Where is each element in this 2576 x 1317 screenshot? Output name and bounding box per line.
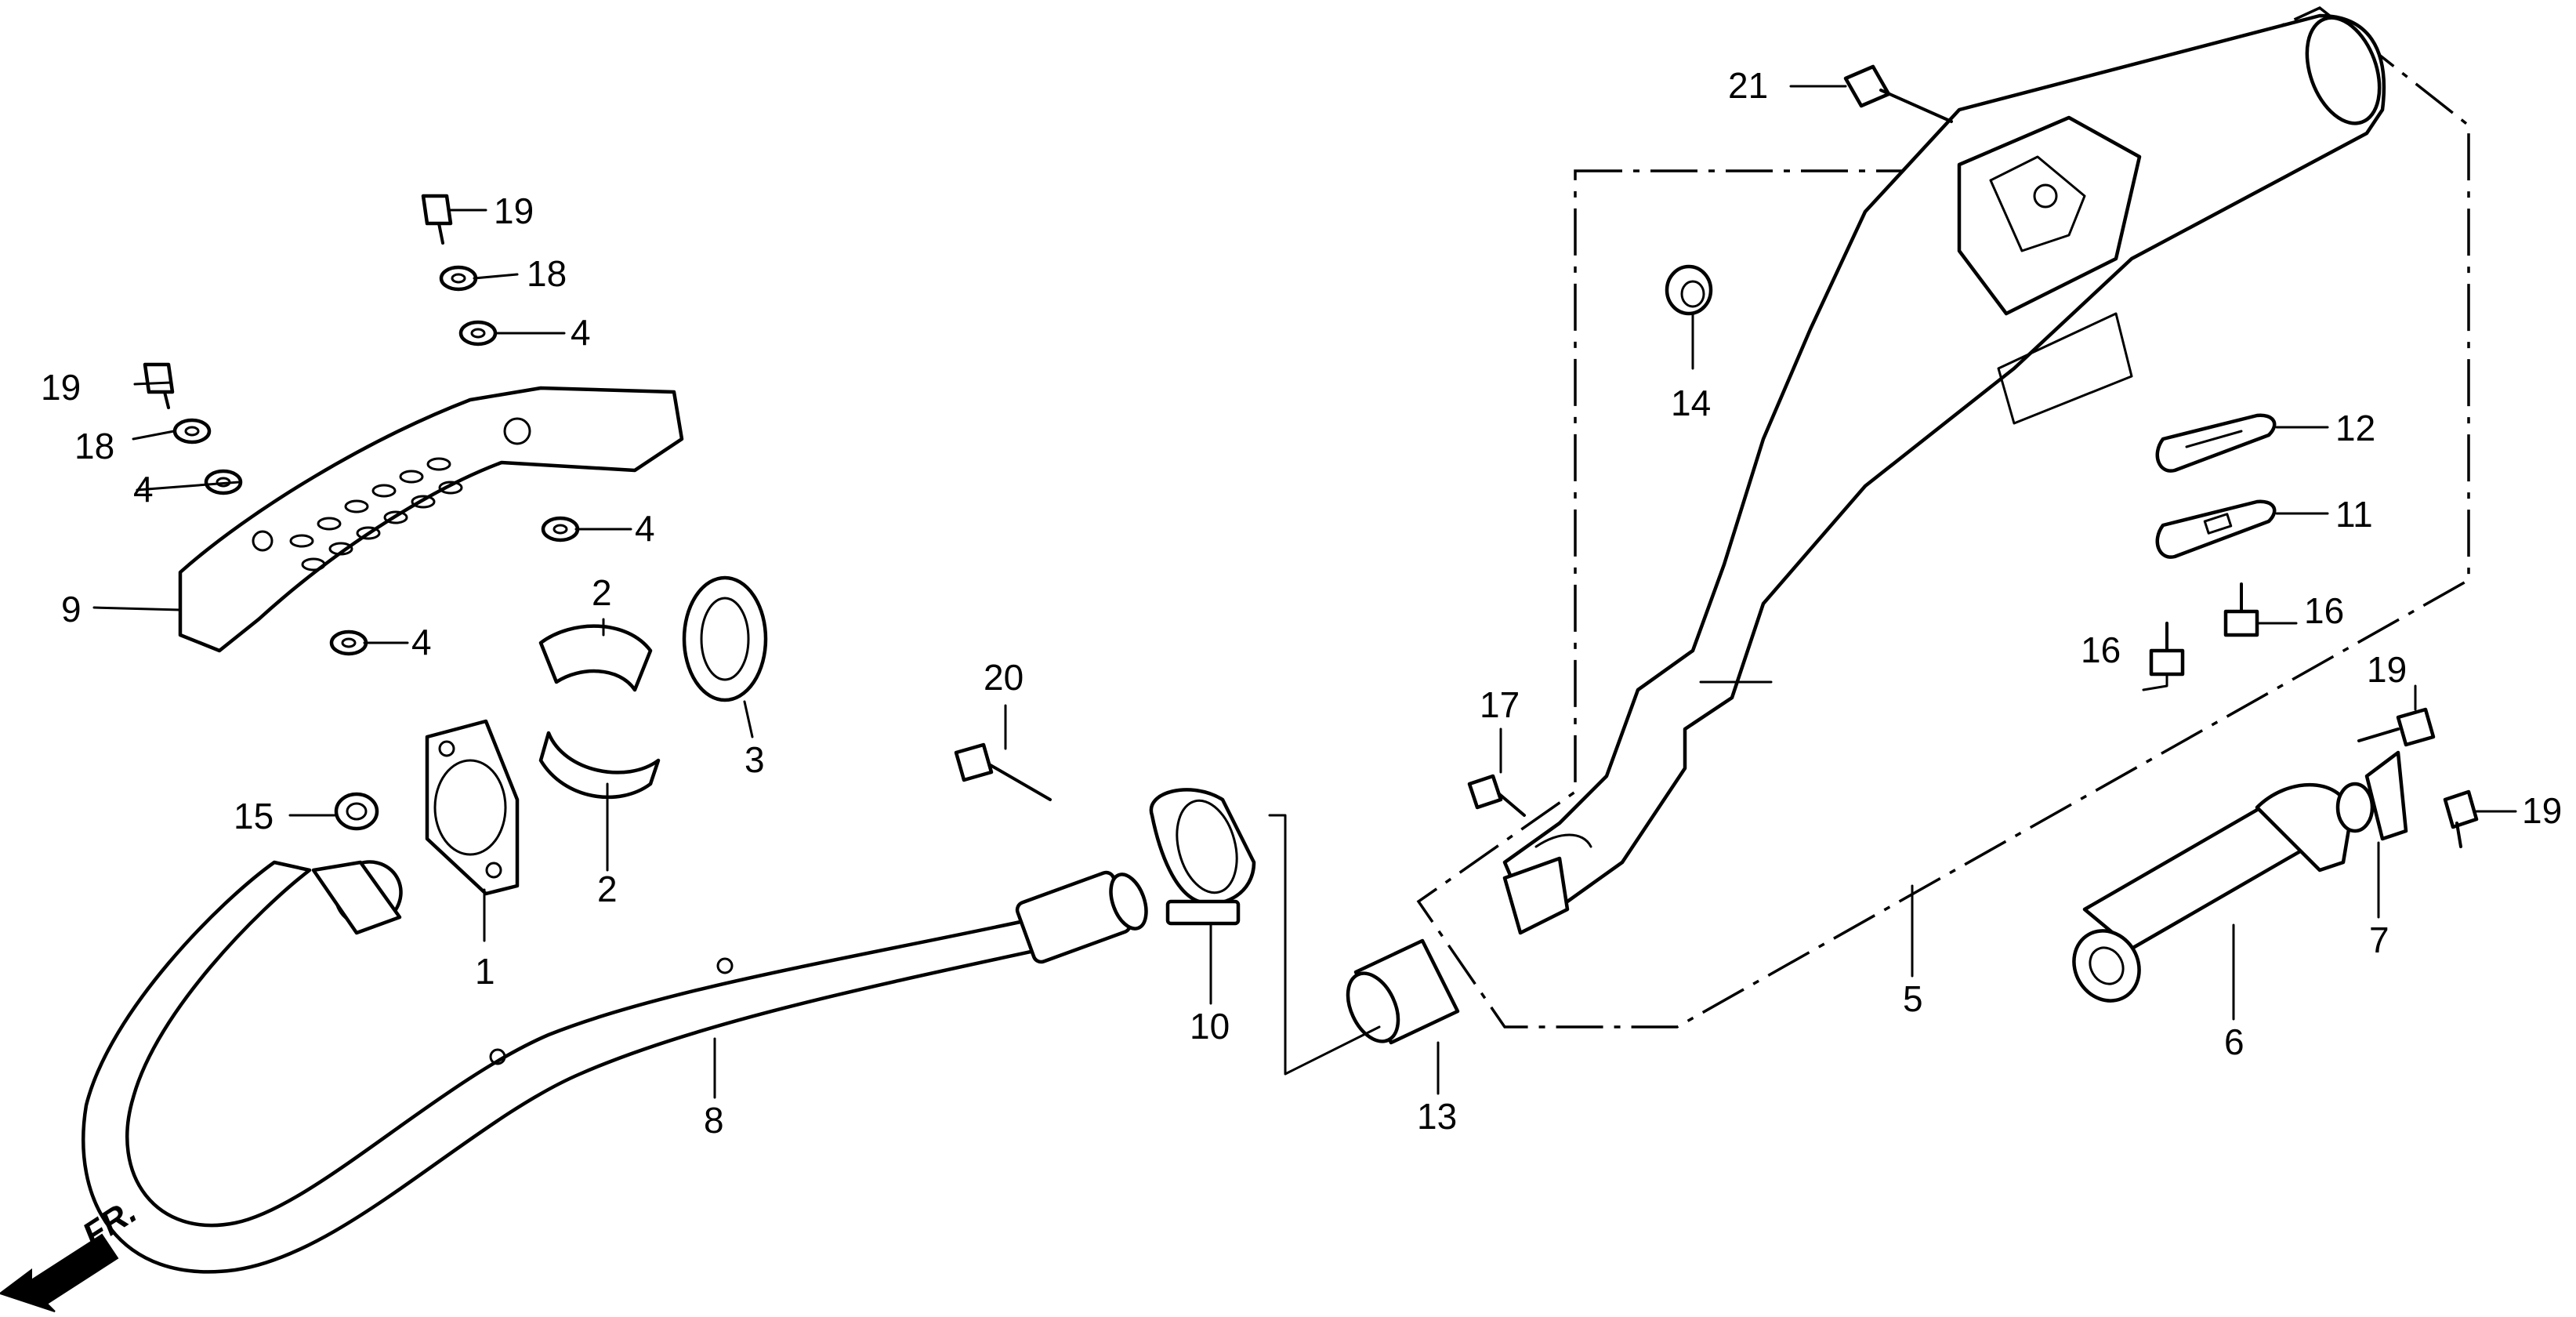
callout-labels: 1 2 2 3 4 4 4 4 5 6 7 8 9 10 11 12 13 14… [41,65,2562,1141]
callout-8: 8 [704,1100,724,1141]
callout-3: 3 [745,739,765,780]
callout-18-top: 18 [527,253,567,294]
callout-4-low: 4 [411,622,432,662]
callout-19-right-upper: 19 [2367,649,2407,690]
callout-9: 9 [61,589,82,629]
muffler-tail-tube [2072,783,2353,1003]
callout-16-left: 16 [2081,629,2121,670]
muffler [1502,13,2386,935]
callout-10: 10 [1190,1006,1230,1047]
callout-21: 21 [1728,65,1768,106]
callout-15: 15 [234,796,274,836]
gasket-ring [682,575,768,702]
gasket-plate-11 [2155,499,2277,559]
callout-16-right: 16 [2304,590,2344,631]
collar-halves [538,624,661,800]
tail-bracket [2335,750,2408,841]
callout-19-right: 19 [2522,790,2562,831]
gasket-tube [1346,938,1460,1045]
callout-13: 13 [1417,1096,1457,1137]
callout-2-lower: 2 [597,869,618,909]
callout-2-upper: 2 [592,572,612,613]
callout-20: 20 [984,657,1024,698]
callout-11: 11 [2335,494,2373,535]
callout-5: 5 [1903,978,1923,1019]
callout-12: 12 [2335,408,2375,448]
front-direction-arrow-icon: FR. [0,1192,143,1312]
callout-17: 17 [1480,684,1520,725]
callout-18-left: 18 [74,426,114,466]
joint-band [1149,788,1256,926]
leader-lines [92,85,2517,1099]
exhaust-pipe [82,860,1148,1274]
heat-protector [178,386,684,653]
callout-7: 7 [2369,920,2389,960]
callout-4-left: 4 [133,469,154,510]
callout-1: 1 [475,951,495,992]
callout-14: 14 [1671,383,1711,423]
callout-19-left: 19 [41,367,81,408]
callout-6: 6 [2224,1021,2244,1062]
callout-19-top: 19 [494,190,534,231]
exhaust-gasket [425,719,520,896]
callout-4-top: 4 [571,312,591,353]
gasket-plate-12 [2155,413,2277,473]
callout-4-mid: 4 [635,508,655,549]
